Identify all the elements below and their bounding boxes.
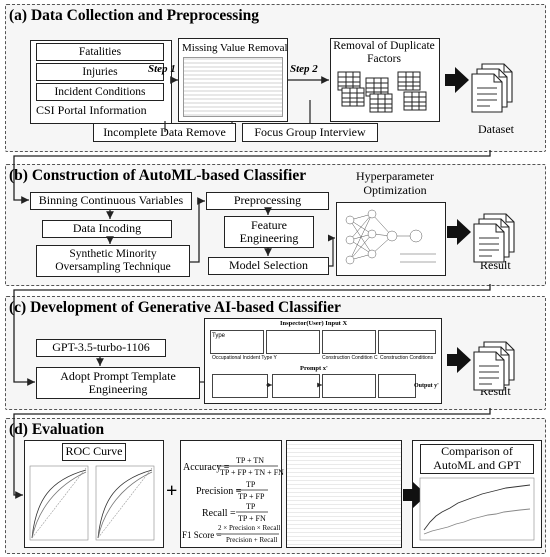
prompt-header: Inspector(User) Input X: [280, 320, 348, 327]
roc-plot-1: [29, 465, 89, 541]
source-injuries: Injuries: [36, 63, 164, 81]
prompt-col-1: [210, 330, 264, 354]
panel-c-title: (c) Development of Generative AI-based C…: [9, 299, 341, 316]
prompt-col1-label: Type: [212, 333, 226, 339]
recall-denominator: TP + FN: [238, 514, 266, 523]
dataset-label: Dataset: [478, 122, 514, 136]
neural-net-icon: [345, 209, 436, 265]
prompt-col3-label: Construction Condition C: [322, 355, 378, 361]
f1-numerator: 2 × Precision × Recall: [218, 524, 281, 532]
prompt-col-3: [322, 330, 376, 354]
prompt-col-2: [266, 330, 320, 354]
recall-numerator: TP: [246, 502, 256, 511]
roc-title-box: ROC Curve: [62, 443, 126, 461]
precision-numerator: TP: [246, 480, 256, 489]
focus-group-box: Focus Group Interview: [242, 123, 378, 142]
smote-box: Synthetic Minority Oversampling Techniqu…: [36, 245, 190, 277]
csi-portal-caption: CSI Portal Information: [36, 103, 147, 117]
comparison-title: Comparison of AutoML and GPT: [420, 444, 534, 474]
output-y-label: Output y': [414, 383, 439, 389]
results-table-thumbnail: [286, 440, 402, 548]
step1-label: Step 1: [148, 63, 176, 75]
binning-box: Binning Continuous Variables: [30, 192, 192, 210]
duplicate-title-text: Removal of Duplicate Factors: [333, 40, 435, 66]
prompt-box-4: [378, 374, 416, 398]
hyperparameter-label: Hyperparameter Optimization: [335, 169, 455, 198]
prompt-col2-label: Occupational Incident Type Y: [212, 355, 277, 361]
comparison-title-text: Comparison of AutoML and GPT: [433, 444, 521, 472]
source-incident-conditions: Incident Conditions: [36, 83, 164, 101]
precision-label: Precision =: [196, 486, 242, 497]
plus-sign: +: [166, 480, 178, 502]
adopt-prompt-box: Adopt Prompt Template Engineering: [36, 367, 200, 399]
missing-value-title: Missing Value Removal: [182, 42, 288, 54]
step2-label: Step 2: [290, 63, 318, 75]
data-incoding-box: Data Incoding: [42, 220, 172, 238]
gpt-model-box: GPT-3.5-turbo-1106: [36, 339, 166, 357]
precision-denominator: TP + FP: [238, 492, 265, 501]
prompt-x-label: Prompt x': [300, 365, 328, 372]
prompt-box-3: [322, 374, 376, 398]
panel-a-title: (a) Data Collection and Preprocessing: [9, 7, 259, 24]
prompt-template-diagram: [204, 318, 442, 404]
roc-plot-2: [95, 465, 155, 541]
comparison-chart: [419, 477, 535, 541]
model-selection-box: Model Selection: [208, 257, 329, 275]
f1-denominator: Precision + Recall: [226, 536, 278, 544]
feature-engineering-box: Feature Engineering: [224, 216, 314, 248]
panel-b-title: (b) Construction of AutoML-based Classif…: [9, 167, 307, 184]
prompt-col-4: [378, 330, 436, 354]
source-fatalities: Fatalities: [36, 43, 164, 61]
recall-label: Recall =: [202, 508, 236, 519]
duplicate-title: Removal of Duplicate Factors: [330, 40, 438, 66]
accuracy-numerator: TP + TN: [236, 456, 265, 465]
f1-label: F1 Score =: [182, 530, 222, 540]
metrics-box: [180, 440, 282, 548]
accuracy-denominator: TP + FP + TN + FN: [220, 468, 284, 477]
prompt-col4-label: Construction Conditions: [380, 355, 434, 361]
panel-d-title: (d) Evaluation: [9, 421, 105, 438]
accuracy-label: Accuracy =: [183, 462, 230, 473]
data-table-thumbnail: [183, 57, 283, 117]
hyperparameter-text: Hyperparameter Optimization: [356, 169, 434, 197]
